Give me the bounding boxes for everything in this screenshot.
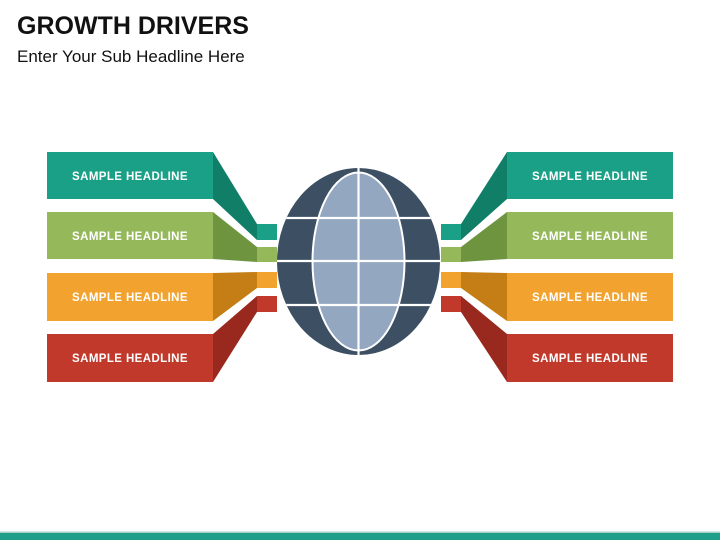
globe-icon[interactable] (272, 163, 446, 360)
bar-label: SAMPLE HEADLINE (72, 353, 188, 365)
ribbon-connector (257, 224, 277, 240)
ribbon-connector (441, 247, 461, 262)
ribbon-connector (257, 272, 277, 288)
driver-bar-right-4[interactable]: SAMPLE HEADLINE (441, 296, 673, 382)
globe-grid-lines (277, 168, 440, 355)
ribbon-face (47, 273, 213, 321)
ribbon-face (507, 212, 673, 259)
ribbon-connector (257, 247, 277, 262)
driver-bar-left-4[interactable]: SAMPLE HEADLINE (47, 296, 277, 382)
bar-label: SAMPLE HEADLINE (532, 231, 648, 243)
bar-label: SAMPLE HEADLINE (532, 353, 648, 365)
ribbon-connector (441, 224, 461, 240)
ribbon-fold (461, 212, 507, 262)
ribbon-face (507, 334, 673, 382)
page-title[interactable]: GROWTH DRIVERS (17, 12, 249, 40)
ribbon-face (47, 212, 213, 259)
bar-label: SAMPLE HEADLINE (72, 231, 188, 243)
ribbon-fold (461, 296, 507, 382)
ribbon-connector (441, 272, 461, 288)
bar-label: SAMPLE HEADLINE (72, 171, 188, 183)
driver-bar-left-1[interactable]: SAMPLE HEADLINE (47, 152, 277, 240)
ribbon-fold (461, 272, 507, 321)
ribbon-face (507, 273, 673, 321)
driver-bar-left-2[interactable]: SAMPLE HEADLINE (47, 212, 277, 262)
ribbon-face (507, 152, 673, 199)
footer-accent-bar (0, 531, 720, 540)
ribbon-connector (441, 296, 461, 312)
ribbon-fold (461, 152, 507, 240)
ribbon-face (47, 152, 213, 199)
ribbon-fold (213, 212, 257, 262)
footer-accent-edge (0, 531, 720, 533)
ribbon-fold (213, 152, 257, 240)
footer-accent-fill (0, 533, 720, 540)
driver-bar-right-2[interactable]: SAMPLE HEADLINE (441, 212, 673, 262)
ribbon-face (47, 334, 213, 382)
ribbon-connector (257, 296, 277, 312)
ribbon-fold (213, 272, 257, 321)
driver-bar-right-3[interactable]: SAMPLE HEADLINE (441, 272, 673, 321)
bar-label: SAMPLE HEADLINE (72, 292, 188, 304)
driver-bar-left-3[interactable]: SAMPLE HEADLINE (47, 272, 277, 321)
driver-bar-right-1[interactable]: SAMPLE HEADLINE (441, 152, 673, 240)
bar-label: SAMPLE HEADLINE (532, 292, 648, 304)
ribbon-fold (213, 296, 257, 382)
bar-label: SAMPLE HEADLINE (532, 171, 648, 183)
page-subtitle[interactable]: Enter Your Sub Headline Here (17, 47, 245, 66)
